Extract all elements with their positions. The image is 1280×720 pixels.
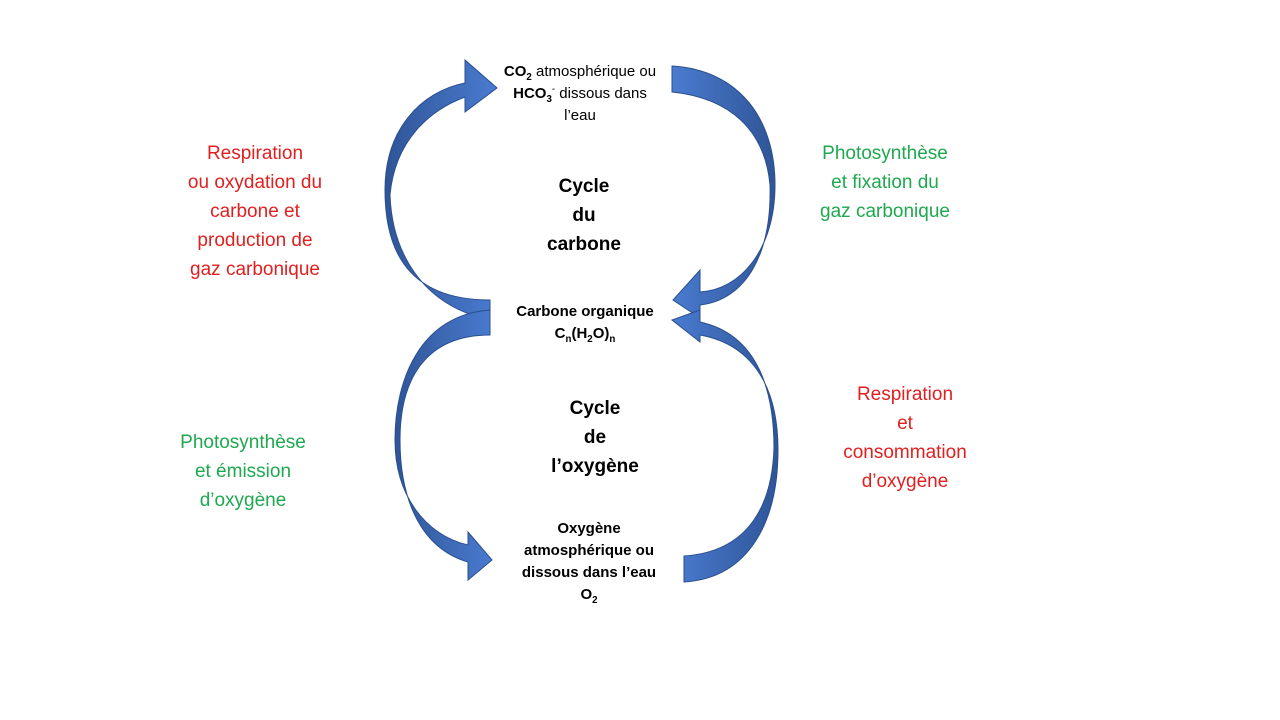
node-oxygen: Oxygène atmosphérique ou dissous dans l’… [521, 520, 657, 606]
cycle-oxygen-title: Cycle de l’oxygène [551, 398, 639, 477]
process-respiration-carbon: Respiration ou oxydation du carbone et p… [187, 143, 323, 280]
arrow-respiration-oxygen [670, 309, 779, 583]
node-co2-atmospheric: CO2 atmosphérique ou HCO3- dissous dans … [503, 63, 657, 124]
process-photosynthesis-carbon: Photosynthèse et fixation du gaz carboni… [820, 143, 950, 222]
process-photosynthesis-oxygen: Photosynthèse et émission d’oxygène [180, 432, 306, 511]
process-respiration-oxygen: Respiration et consommation d’oxygène [843, 384, 967, 492]
cycle-carbon-title: Cycle du carbone [547, 176, 621, 255]
node-organic-carbon: Carbone organique Cn(H2O)n [516, 303, 654, 345]
arrow-respiration-carbon [384, 58, 498, 321]
arrow-photosynthesis-oxygen [394, 309, 493, 582]
arrow-photosynthesis-carbon [671, 65, 776, 319]
